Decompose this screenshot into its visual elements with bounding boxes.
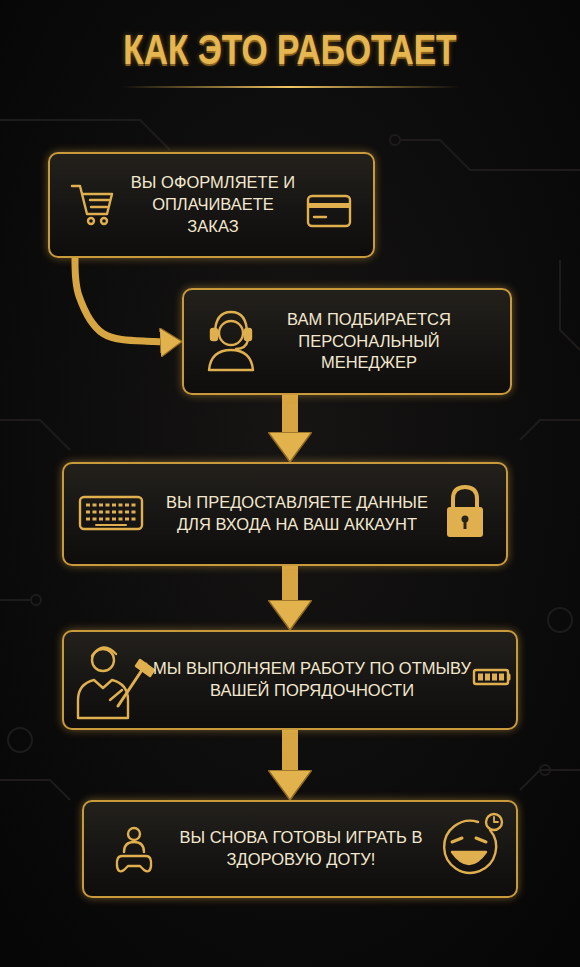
- manager-head: [219, 321, 243, 345]
- clock-face: [486, 814, 502, 830]
- circuit-line: [0, 780, 70, 800]
- gamer-icon: [117, 828, 151, 871]
- clock-hands: [494, 817, 498, 822]
- circuit-line: [520, 420, 580, 440]
- box-fill: [48, 152, 375, 258]
- keyboard-icon: [80, 497, 142, 529]
- flow-arrow: [75, 258, 182, 342]
- circuit-line: [0, 120, 170, 150]
- circuit-dot: [8, 728, 32, 752]
- process-box: ВЫ ОФОРМЛЯЕТЕ И ОПЛАЧИВАЕТЕ ЗАКАЗ: [48, 152, 375, 258]
- cleaner-icon: [78, 647, 154, 718]
- smiley-mouth: [452, 852, 486, 864]
- lock-body: [447, 507, 483, 537]
- manager-body: [209, 350, 253, 370]
- title-underline: [120, 86, 460, 88]
- circuit-dot: [390, 135, 400, 145]
- box-fills: [48, 152, 518, 898]
- cleaner-body: [78, 680, 128, 718]
- battery-level: [478, 674, 504, 681]
- circuit-dot: [31, 595, 41, 605]
- step-text: ВЫ ПРЕДОСТАВЛЯЕТЕ ДАННЫЕ ДЛЯ ВХОДА НА ВА…: [147, 492, 447, 536]
- cleaner-arm: [110, 690, 122, 700]
- cart-icon: [72, 186, 112, 224]
- flow-arrow: [282, 730, 298, 800]
- circuit-lines: [0, 120, 580, 800]
- headset-band: [215, 312, 247, 334]
- keyboard-keys: [86, 505, 136, 519]
- headset-ear: [211, 329, 217, 340]
- circuit-line: [400, 140, 580, 170]
- circuit-line: [0, 599, 30, 601]
- cart-body: [72, 186, 112, 214]
- process-box: ВЫ СНОВА ГОТОВЫ ИГРАТЬ В ЗДОРОВУЮ ДОТУ!: [82, 800, 518, 898]
- keyboard-outline: [80, 497, 142, 529]
- mop-head: [136, 660, 154, 676]
- lock-shackle: [453, 487, 477, 508]
- headset-mic: [236, 340, 248, 349]
- box-fill: [82, 800, 518, 898]
- card-icon: [308, 196, 350, 226]
- card-stripe: [309, 203, 349, 208]
- circuit-dot: [540, 765, 550, 775]
- process-box: МЫ ВЫПОЛНЯЕМ РАБОТУ ПО ОТМЫВУ ВАШЕЙ ПОРЯ…: [62, 630, 518, 730]
- cart-wheel: [88, 218, 94, 224]
- flow-arrow: [282, 566, 298, 630]
- box-fill: [62, 630, 518, 730]
- process-box: ВАМ ПОДБИРАЕТСЯ ПЕРСОНАЛЬНЫЙ МЕНЕДЖЕР: [182, 288, 512, 395]
- keyboard-space: [96, 524, 126, 526]
- process-box: ВЫ ПРЕДОСТАВЛЯЕТЕ ДАННЫЕ ДЛЯ ВХОДА НА ВА…: [62, 462, 508, 566]
- circuit-line: [0, 420, 70, 450]
- box-fill: [182, 288, 512, 395]
- battery-outline: [474, 670, 508, 684]
- circuit-dot: [548, 608, 572, 632]
- battery-tip: [508, 675, 511, 679]
- flow-arrow: [282, 395, 298, 462]
- lock-icon: [447, 487, 483, 537]
- cart-grid: [90, 200, 109, 207]
- cart-wheel: [101, 218, 107, 224]
- step-text: ВАМ ПОДБИРАЕТСЯ ПЕРСОНАЛЬНЫЙ МЕНЕДЖЕР: [259, 309, 479, 374]
- cleaner-hair: [92, 647, 116, 656]
- card-outline: [308, 196, 350, 226]
- gamepad: [117, 856, 151, 871]
- box-fill: [62, 462, 508, 566]
- gamer-body: [124, 842, 144, 852]
- card-number: [314, 216, 326, 218]
- step-text: ВЫ СНОВА ГОТОВЫ ИГРАТЬ В ЗДОРОВУЮ ДОТУ!: [166, 827, 436, 871]
- lock-hole: [464, 520, 467, 529]
- title: КАК ЭТО РАБОТАЕТ: [58, 22, 522, 78]
- battery-icon: [474, 670, 509, 684]
- smiley-icon: [444, 814, 502, 873]
- headset-ear: [245, 329, 251, 340]
- step-text: ВЫ ОФОРМЛЯЕТЕ И ОПЛАЧИВАЕТЕ ЗАКАЗ: [128, 172, 298, 237]
- circuit-line: [560, 260, 580, 350]
- step-text: МЫ ВЫПОЛНЯЕМ РАБОТУ ПО ОТМЫВУ ВАШЕЙ ПОРЯ…: [152, 658, 472, 702]
- manager-icon: [209, 312, 253, 370]
- smiley-eyes: [452, 838, 486, 842]
- gamer-head: [128, 828, 140, 840]
